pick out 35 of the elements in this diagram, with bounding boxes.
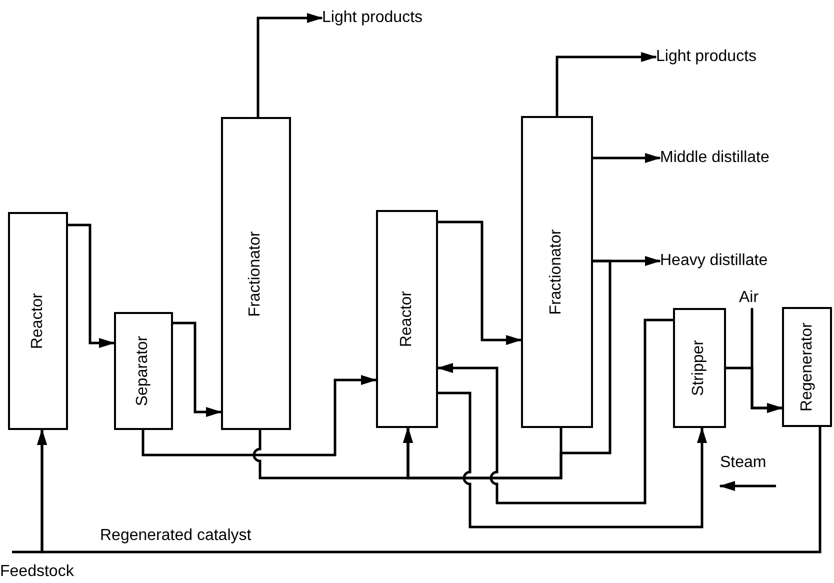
stream-label: Steam — [720, 453, 766, 473]
stream-label: Middle distillate — [660, 148, 770, 168]
flow-arrow — [10, 429, 47, 554]
unit-label: Reactor — [397, 290, 416, 348]
flow-arrow — [403, 260, 612, 480]
flow-arrow — [256, 13, 323, 117]
process-unit-box — [114, 312, 173, 430]
flow-arrow — [437, 318, 673, 504]
stream-label: Light products — [656, 47, 757, 67]
stream-label: Heavy distillate — [660, 251, 768, 271]
flow-arrow — [750, 308, 783, 413]
unit-label: Fractionator — [246, 230, 265, 316]
stream-label: Feedstock — [0, 562, 74, 582]
edge-label: Regenerated catalyst — [98, 526, 254, 546]
stream-label: Air — [739, 288, 759, 308]
flow-arrow — [142, 375, 377, 456]
process-unit-box — [221, 117, 291, 430]
process-unit-box — [782, 307, 832, 427]
process-unit-box — [376, 210, 438, 428]
stream-label: Light products — [322, 8, 423, 28]
unit-label: Reactor — [28, 292, 47, 350]
flow-arrow — [438, 392, 707, 528]
unit-label: Regenerator — [797, 322, 816, 412]
process-unit-box — [8, 212, 68, 430]
flow-arrow — [593, 256, 661, 266]
process-unit-box — [673, 308, 726, 428]
unit-label: Stripper — [690, 340, 708, 396]
flow-arrow — [556, 52, 657, 116]
unit-label: Fractionator — [547, 229, 566, 315]
process-unit-box — [521, 116, 593, 428]
unit-label: Separator — [134, 336, 152, 406]
flow-arrow — [173, 322, 222, 417]
flow-arrow — [593, 153, 661, 163]
flow-arrow — [68, 224, 115, 348]
flow-arrow — [438, 220, 522, 345]
